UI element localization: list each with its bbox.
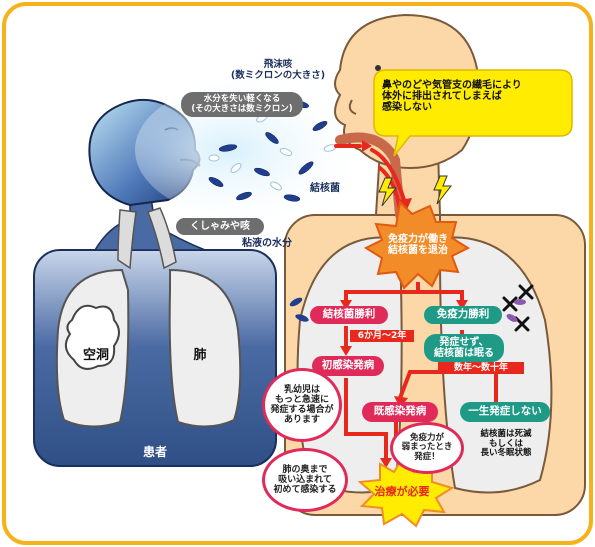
infant-note-bubble: 乳幼児は もっと急速に 発症する場合が あります <box>262 368 342 442</box>
label-cavity: 空洞 <box>82 348 109 363</box>
cilia-lightning <box>378 175 453 207</box>
label-primary-onset: 初感染発病 <box>312 356 384 376</box>
label-post-primary-onset: 既感染発病 <box>362 402 438 422</box>
cilia-callout-box <box>373 69 573 157</box>
label-lose-moisture: 水分を失い軽くなる (その大きさは数ミクロン) <box>181 92 303 118</box>
label-cilia-callout: 鼻やのどや気管支の繊毛により 体外に排出されてしまえば 感染しない <box>382 80 522 114</box>
label-tb-bacteria: 結核菌 <box>310 183 340 194</box>
lung-bacteria <box>289 297 526 322</box>
inhaled-note-bubble: 肺の奥まで 吸い込まれて 初めて感染する <box>262 448 348 512</box>
label-immunity-works: 免疫力が働き 結核菌を退治 <box>388 234 448 257</box>
weak-immunity-note-bubble: 免疫力が 弱まったとき 発症！ <box>390 422 464 474</box>
label-droplet-cough: 飛沫咳 (数ミクロンの大きさ) <box>230 59 326 81</box>
explosion-star <box>363 199 471 290</box>
label-months-to-years: 6か月〜2年 <box>350 330 414 343</box>
label-tb-wins: 結核菌勝利 <box>310 306 388 324</box>
label-patient: 患者 <box>142 445 167 459</box>
blocked-bacteria-x <box>502 284 534 332</box>
label-lung: 肺 <box>193 348 207 363</box>
treatment-star <box>357 460 455 528</box>
label-never-onset: 一生発症しない <box>460 402 550 422</box>
label-bacteria-dead: 結核菌は死滅 もしくは 長い冬眠状態 <box>480 429 532 459</box>
patient-figure <box>33 98 277 467</box>
label-no-onset-dormant: 発症せず、 結核菌は眠る <box>424 334 504 363</box>
label-years-to-decades: 数年〜数十年 <box>438 362 524 375</box>
label-sneeze-cough: くしゃみや咳 <box>176 218 264 236</box>
mucus-droplets <box>208 113 337 191</box>
label-mucus-water: 粘液の水分 <box>242 238 292 249</box>
label-treatment-needed: 治療が必要 <box>374 485 430 498</box>
label-immunity-wins: 免疫力勝利 <box>424 306 502 324</box>
